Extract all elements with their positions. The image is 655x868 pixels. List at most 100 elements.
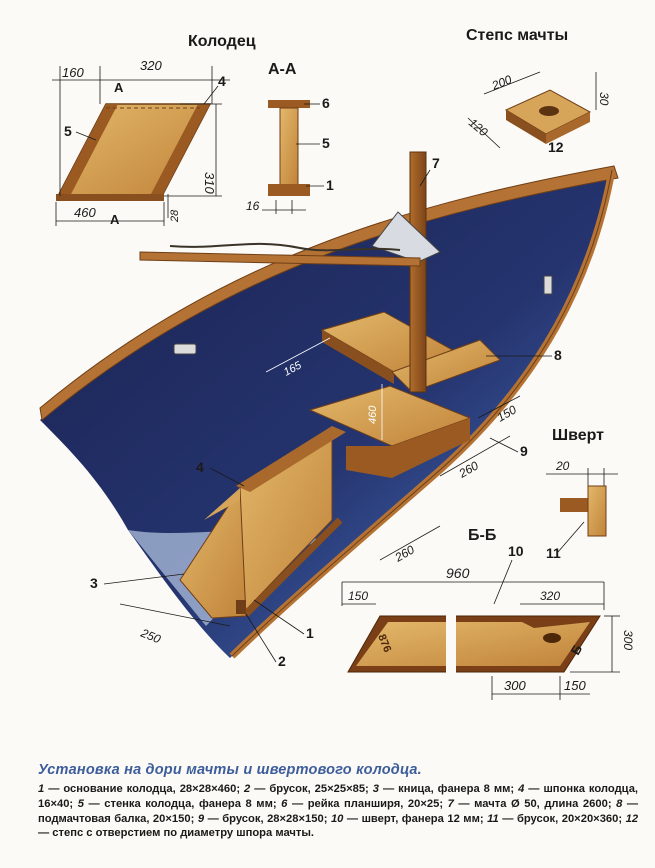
legend-item-number: 7 bbox=[447, 797, 454, 810]
mast-step-title: Степс мачты bbox=[466, 27, 568, 44]
mast-step-detail: Степс мачты 200 120 30 12 bbox=[466, 27, 611, 155]
callout-12: 12 bbox=[548, 139, 564, 155]
step-dim-30: 30 bbox=[597, 92, 611, 106]
legend-entry: 7 — мачта Ø 50, длина 2600; bbox=[447, 797, 612, 810]
section-mark-a-bottom: А bbox=[110, 212, 120, 227]
knee bbox=[179, 486, 247, 619]
legend-item-number: 3 bbox=[372, 783, 379, 795]
legend-item-text: рейка планширя, 20×25; bbox=[307, 797, 444, 810]
callout-4-well: 4 bbox=[218, 73, 226, 89]
legend-item-number: 8 bbox=[616, 797, 623, 810]
legend-entry: 10 — шверт, фанера 12 мм; bbox=[330, 812, 484, 825]
boat-dim-250: 250 bbox=[138, 625, 163, 646]
legend-entry: 6 — рейка планширя, 20×25; bbox=[281, 797, 444, 810]
legend-entry: 8 — подмачтовая балка, 20×150; bbox=[38, 797, 639, 825]
centerboard-plan: Б-Б 10 960 150 320 876 300 300 150 Б bbox=[341, 527, 635, 700]
well-dim-460: 460 bbox=[74, 205, 96, 220]
aa-dim-16: 16 bbox=[246, 199, 260, 213]
section-aa-title: А-А bbox=[268, 61, 297, 78]
legend-item-text: кница, фанера 8 мм; bbox=[398, 783, 515, 795]
legend-item-text: степс с отверстием по диаметру шпора мач… bbox=[52, 827, 315, 840]
well-dim-160: 160 bbox=[62, 65, 84, 80]
legend-entry: 1 — основание колодца, 28×28×460; bbox=[38, 783, 241, 795]
legend-item-number: 6 bbox=[281, 797, 288, 810]
legend-entry: 12 — степс с отверстием по диаметру шпор… bbox=[38, 812, 639, 840]
shvert-board-section bbox=[587, 485, 607, 537]
well-wall-plate bbox=[56, 103, 212, 197]
sail-lacing bbox=[169, 242, 401, 252]
board-surface bbox=[356, 622, 590, 666]
callout-11: 11 bbox=[546, 545, 561, 561]
board-break-gap bbox=[446, 606, 456, 678]
callout-8: 8 bbox=[554, 347, 562, 363]
legend-item-text: брусок, 28×28×150; bbox=[222, 812, 328, 825]
boat-dim-260-upper: 260 bbox=[456, 458, 481, 481]
gunwale-rail bbox=[39, 165, 619, 421]
board-dim-150-bottom: 150 bbox=[564, 678, 586, 693]
section-aa: А-А 16 6 5 1 bbox=[246, 61, 334, 214]
callout-7: 7 bbox=[432, 155, 440, 171]
bow-fitting bbox=[543, 275, 553, 295]
shvert-dim-20: 20 bbox=[555, 459, 570, 473]
illustration: Колодец 160 320 310 460 28 А А 5 4 А-А bbox=[39, 27, 635, 700]
shvert-detail: Шверт 20 11 bbox=[546, 427, 618, 561]
well-detail: Колодец 160 320 310 460 28 А А 5 4 bbox=[52, 33, 256, 227]
legend-item-number: 1 bbox=[38, 783, 45, 795]
callout-9: 9 bbox=[520, 443, 528, 459]
callout-1-aa: 1 bbox=[326, 177, 334, 193]
boat-dim-260-lower: 260 bbox=[392, 542, 417, 565]
boom bbox=[139, 251, 421, 267]
legend-item-number: 2 bbox=[244, 783, 251, 795]
board-dim-320: 320 bbox=[540, 589, 560, 603]
board-dim-150-top: 150 bbox=[348, 589, 368, 603]
legend-entry: 4 — шпонка колодца, 16×40; bbox=[38, 783, 639, 810]
legend-item-number: 10 bbox=[330, 812, 344, 825]
legend-item-text: основание колодца, 28×28×460; bbox=[63, 783, 241, 795]
legend-item-number: 9 bbox=[197, 812, 205, 825]
well-base bbox=[56, 194, 164, 201]
legend-entry: 11 — брусок, 20×20×360; bbox=[487, 812, 623, 825]
well-dim-320: 320 bbox=[140, 58, 162, 73]
caption: Установка на дори мачты и швертового кол… bbox=[38, 762, 638, 841]
legend-item-text: брусок, 25×25×85; bbox=[269, 783, 369, 795]
section-mark-a-top: А bbox=[114, 80, 124, 95]
well-title: Колодец bbox=[188, 33, 256, 50]
callout-10: 10 bbox=[508, 543, 524, 559]
callout-1-boat: 1 bbox=[306, 625, 314, 641]
board-dim-300-bottom: 300 bbox=[504, 678, 526, 693]
board-pivot-hole bbox=[543, 633, 561, 643]
caption-title: Установка на дори мачты и швертового кол… bbox=[38, 762, 422, 778]
well-key-left bbox=[58, 104, 118, 196]
boat-illustration: 165 460 150 260 260 250 7 8 9 4 3 1 2 bbox=[39, 151, 619, 669]
oarlock-fitting bbox=[173, 343, 197, 355]
mast bbox=[409, 151, 427, 393]
boat-dim-460: 460 bbox=[367, 405, 379, 424]
board-dim-300-right: 300 bbox=[621, 630, 635, 650]
step-dim-200: 200 bbox=[489, 72, 514, 93]
well-dim-28: 28 bbox=[169, 209, 181, 223]
callout-6: 6 bbox=[322, 95, 330, 111]
legend-item-text: брусок, 20×20×360; bbox=[516, 812, 623, 825]
legend-item-text: шверт, фанера 12 мм; bbox=[361, 812, 484, 825]
callout-5-aa: 5 bbox=[322, 135, 330, 151]
legend-item-number: 4 bbox=[518, 783, 525, 795]
callout-5-well: 5 bbox=[64, 123, 72, 139]
well-dim-310: 310 bbox=[202, 172, 217, 194]
callout-2: 2 bbox=[278, 653, 286, 669]
legend-item-text: мачта Ø 50, длина 2600; bbox=[474, 797, 612, 810]
legend-item-number: 12 bbox=[625, 812, 639, 825]
step-hole bbox=[539, 106, 559, 116]
board-dim-960: 960 bbox=[446, 565, 470, 581]
legend-entry: 5 — стенка колодца, фанера 8 мм; bbox=[77, 797, 277, 810]
legend-item-text: стенка колодца, фанера 8 мм; bbox=[104, 797, 277, 810]
aa-base bbox=[268, 184, 310, 196]
section-bb-title: Б-Б bbox=[468, 527, 496, 544]
base-block bbox=[236, 600, 246, 614]
legend-item-number: 11 bbox=[487, 812, 499, 825]
legend-entry: 2 — брусок, 25×25×85; bbox=[244, 783, 369, 795]
shvert-title: Шверт bbox=[552, 427, 604, 444]
callout-4-boat: 4 bbox=[196, 459, 204, 475]
well-key-right bbox=[150, 104, 210, 196]
legend-item-text: подмачтовая балка, 20×150; bbox=[38, 812, 195, 825]
legend-item-number: 5 bbox=[77, 797, 84, 810]
